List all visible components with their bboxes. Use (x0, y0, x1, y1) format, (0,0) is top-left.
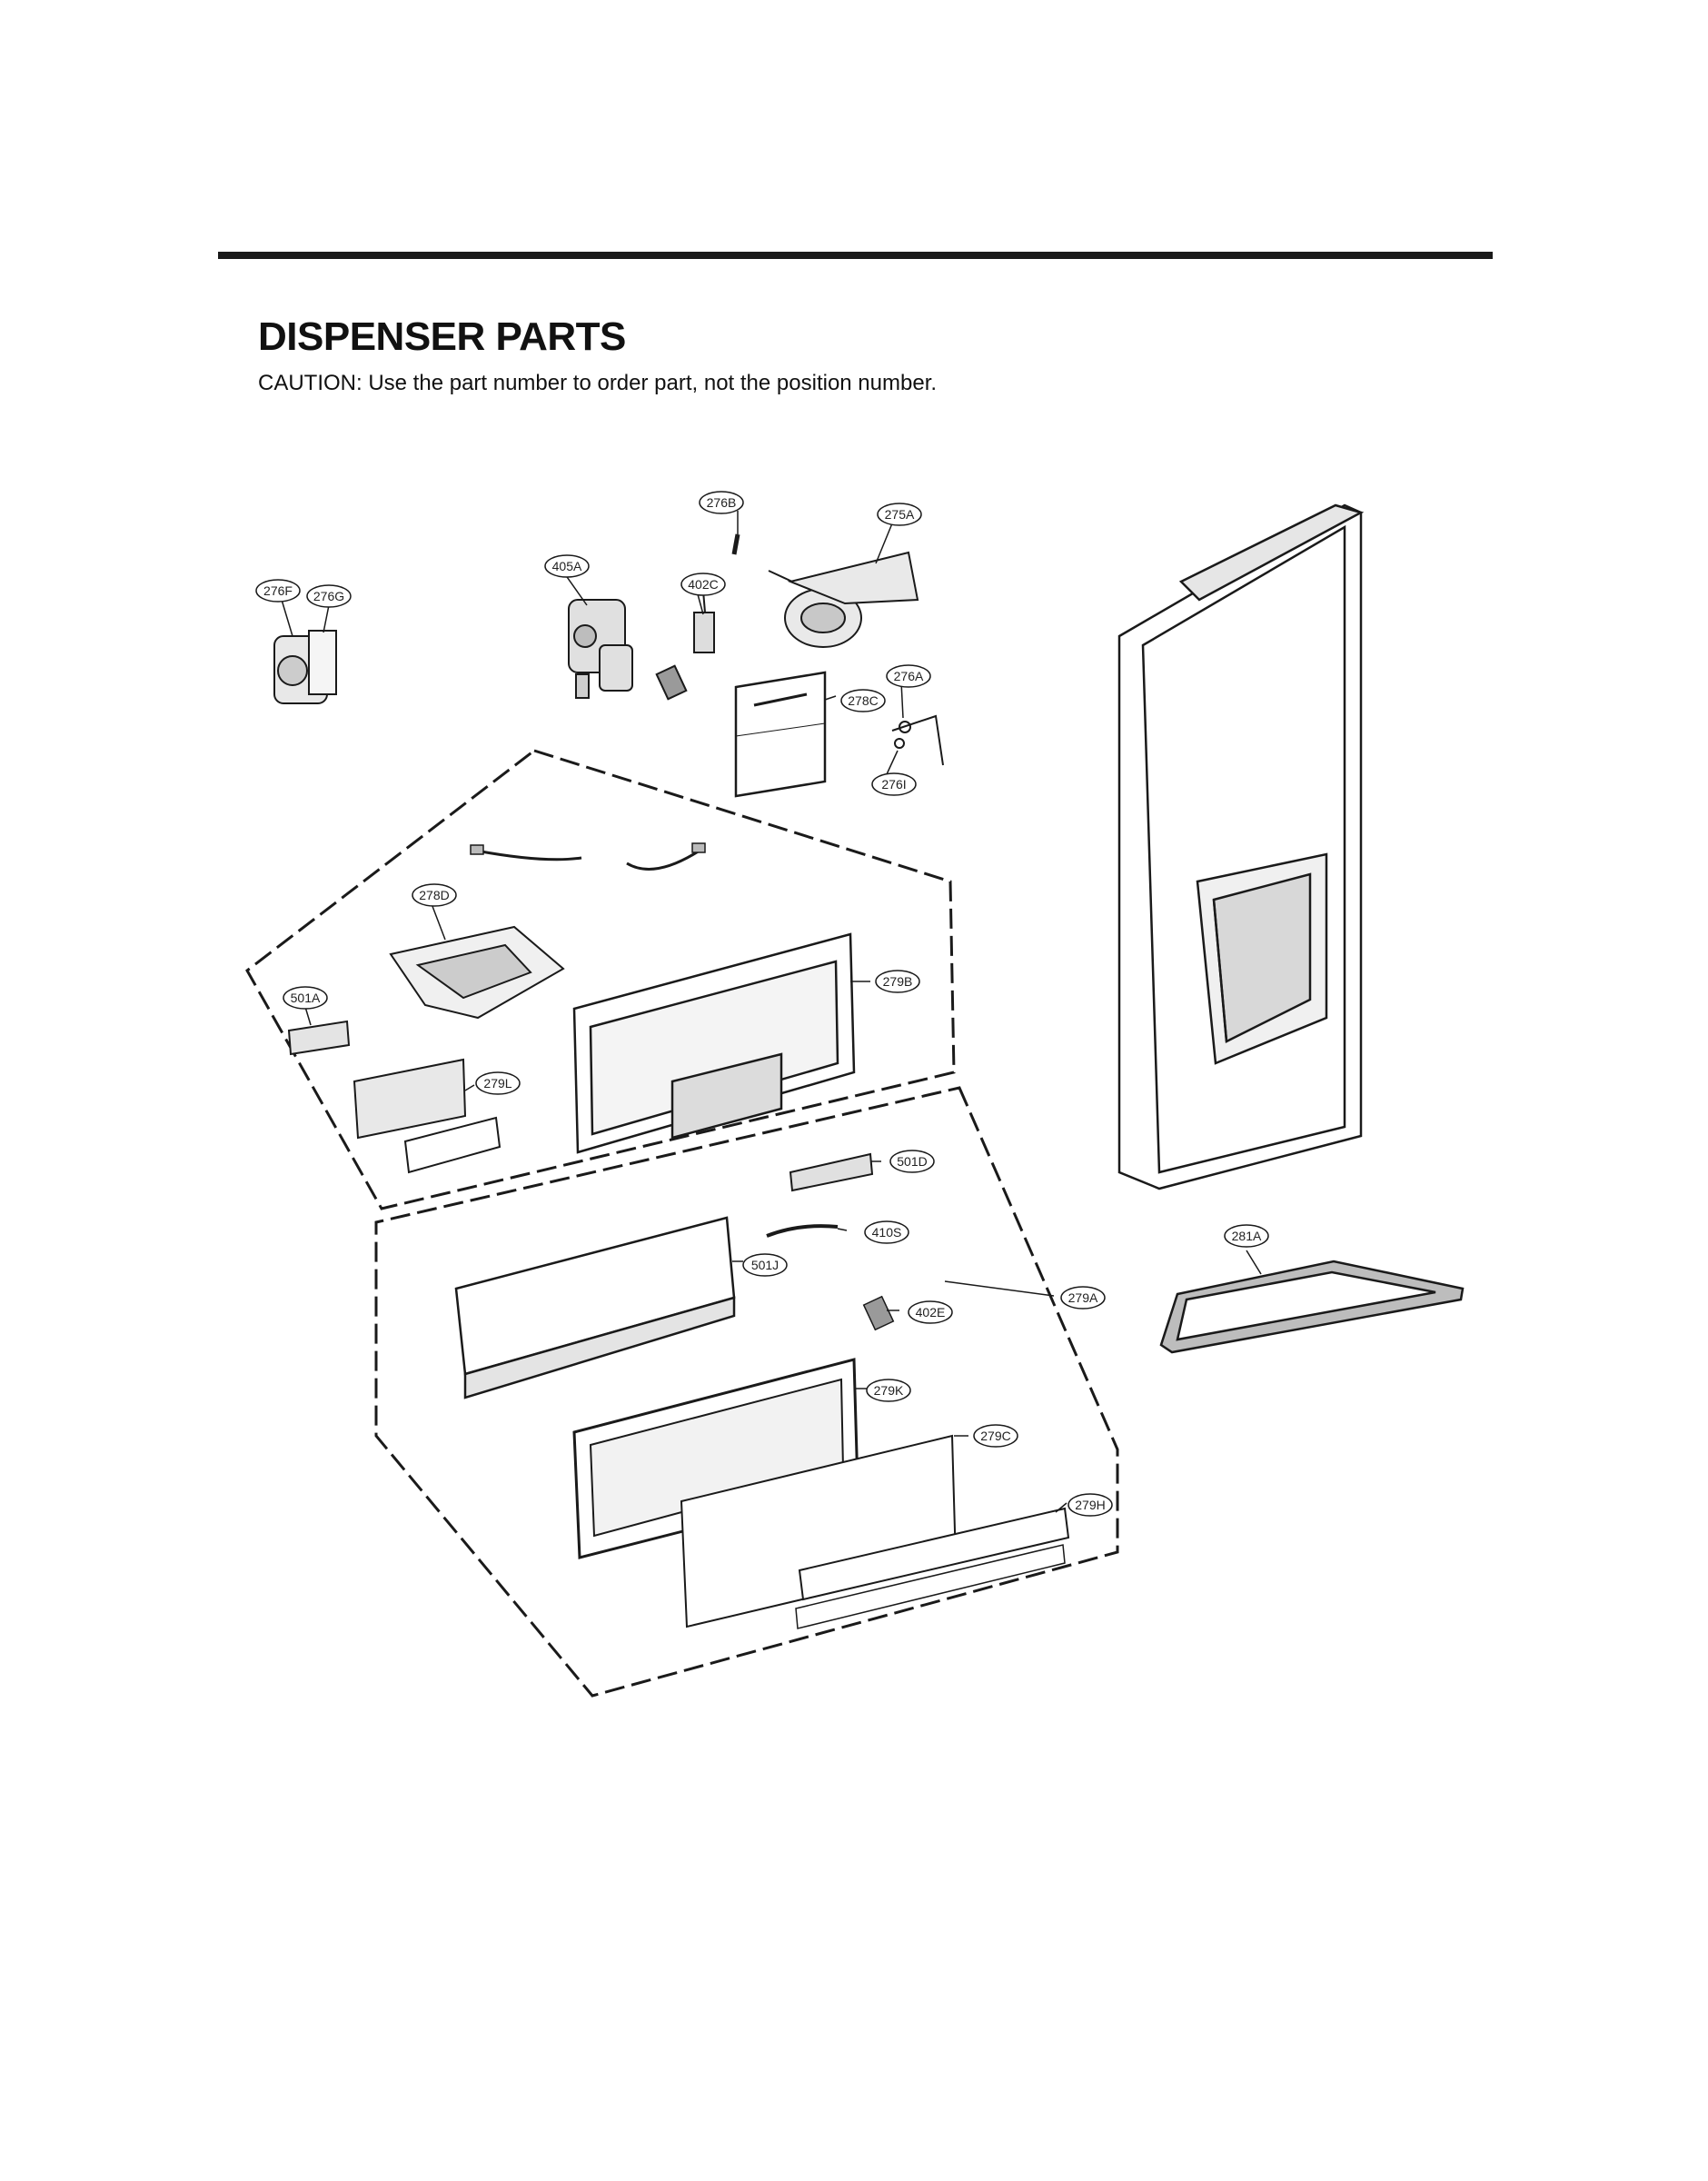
callout-501J: 501J (742, 1253, 788, 1277)
svg-text:279H: 279H (1075, 1498, 1105, 1512)
solenoid-part (768, 551, 919, 648)
svg-text:276A: 276A (894, 669, 924, 683)
svg-text:279A: 279A (1068, 1290, 1098, 1305)
callout-279H: 279H (1068, 1493, 1113, 1517)
svg-text:276F: 276F (263, 583, 293, 598)
svg-text:279C: 279C (980, 1429, 1010, 1443)
auger-motor-part (568, 599, 633, 699)
callout-276I: 276I (871, 772, 917, 796)
display-board-part (454, 1216, 736, 1399)
callout-402E: 402E (908, 1300, 953, 1324)
valve-assembly-part (273, 630, 337, 704)
header-rule (218, 252, 1493, 259)
svg-text:276I: 276I (881, 777, 906, 792)
callout-279A: 279A (1060, 1286, 1106, 1310)
callout-279B: 279B (875, 970, 920, 993)
lever-part (731, 533, 740, 555)
callout-501A: 501A (283, 986, 328, 1010)
svg-text:402C: 402C (688, 577, 718, 592)
callout-276B: 276B (699, 491, 744, 514)
svg-text:501J: 501J (751, 1258, 779, 1272)
spring-wire-part (891, 714, 944, 766)
decor-panel-lower (795, 1544, 1066, 1629)
lower-group-outline (374, 1086, 1119, 1698)
callout-279L: 279L (475, 1071, 521, 1095)
callouts: 276B 275A 405A 402C 276F 276G 276A 278C … (255, 491, 1269, 1517)
decor-panel-part (798, 1507, 1070, 1601)
callout-281A: 281A (1224, 1224, 1269, 1248)
door-part (1117, 503, 1365, 1190)
pcb-501d-part (789, 1152, 874, 1192)
micro-switch-part (655, 590, 715, 701)
svg-text:402E: 402E (916, 1305, 946, 1320)
page-title: DISPENSER PARTS (258, 314, 626, 359)
cable-410s-part (766, 1224, 839, 1238)
svg-text:501D: 501D (897, 1154, 927, 1169)
svg-text:275A: 275A (885, 507, 915, 522)
callout-276G: 276G (306, 584, 352, 608)
upper-group-outline (245, 749, 956, 1210)
spring-402e-part (862, 1295, 895, 1331)
button-board-part (353, 1058, 501, 1174)
callout-501D: 501D (889, 1150, 935, 1173)
wire-harness-part (470, 842, 706, 871)
leader-lines (281, 511, 1262, 1513)
svg-text:281A: 281A (1232, 1229, 1262, 1243)
caution-note: CAUTION: Use the part number to order pa… (258, 371, 938, 395)
callout-279K: 279K (866, 1379, 911, 1402)
svg-text:279B: 279B (883, 974, 913, 989)
svg-text:279K: 279K (874, 1383, 904, 1398)
drip-tray-frame-part (1159, 1260, 1465, 1354)
svg-text:276G: 276G (313, 589, 344, 603)
callout-276A: 276A (886, 664, 931, 688)
svg-text:278D: 278D (419, 888, 449, 902)
pcb-501a-part (287, 1020, 351, 1056)
callout-410S: 410S (864, 1220, 909, 1244)
dispenser-housing-part (572, 932, 856, 1154)
callout-275A: 275A (877, 503, 922, 526)
callout-278C: 278C (840, 689, 886, 712)
callout-279C: 279C (973, 1424, 1018, 1448)
ice-duct-part (389, 925, 565, 1020)
svg-text:278C: 278C (848, 693, 878, 708)
svg-text:410S: 410S (872, 1225, 902, 1240)
callout-405A: 405A (544, 554, 590, 578)
dispenser-flap-part (734, 671, 827, 798)
callout-278D: 278D (412, 883, 457, 907)
svg-text:405A: 405A (552, 559, 582, 573)
callout-402C: 402C (680, 573, 726, 596)
svg-text:501A: 501A (291, 991, 321, 1005)
callout-276F: 276F (255, 579, 301, 603)
svg-text:276B: 276B (707, 495, 737, 510)
svg-text:279L: 279L (483, 1076, 511, 1090)
